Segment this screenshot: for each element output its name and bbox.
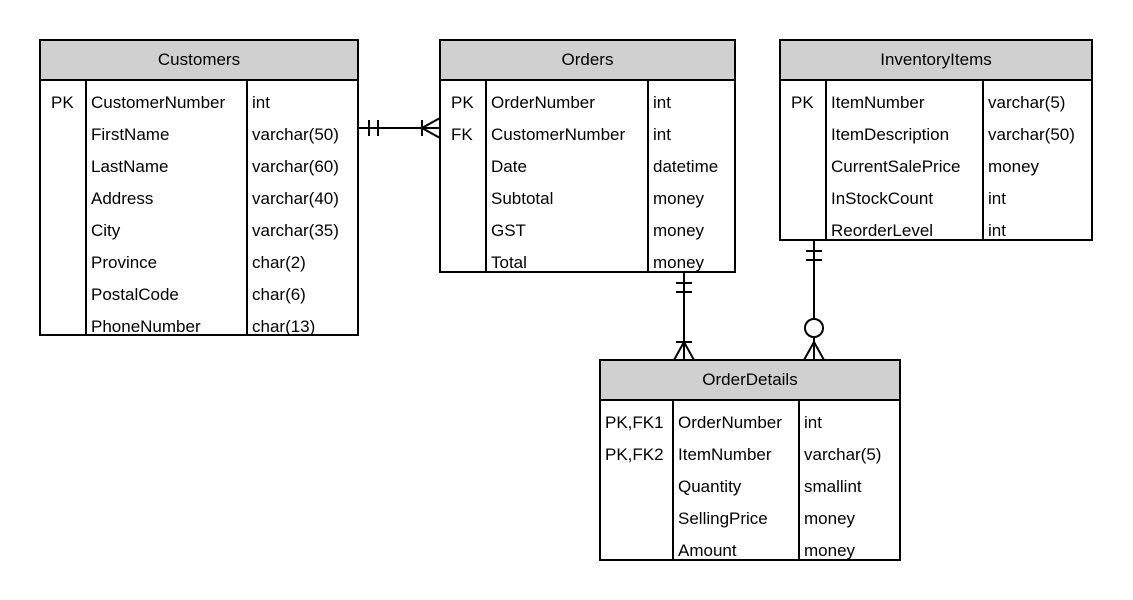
table-row[interactable]: SellingPrice money [601,503,899,535]
table-row[interactable]: FirstName varchar(50) [41,119,357,151]
key-cell: PK,FK2 [605,445,664,464]
relationship-orders-orderdetails[interactable] [673,273,695,361]
field-type-cell: varchar(50) [988,125,1075,144]
column-divider [672,401,674,559]
table-row[interactable]: CurrentSalePrice money [781,151,1091,183]
field-name-cell: SellingPrice [678,509,768,528]
table-title: Orders [441,41,734,81]
table-row[interactable]: FK CustomerNumber int [441,119,734,151]
field-name-cell: CurrentSalePrice [831,157,961,176]
field-name-cell: ReorderLevel [831,221,934,240]
table-row[interactable]: Amount money [601,535,899,567]
table-row[interactable]: ReorderLevel int [781,215,1091,247]
table-row[interactable]: LastName varchar(60) [41,151,357,183]
field-type-cell: money [653,189,705,208]
field-type-cell: varchar(60) [252,157,339,176]
relationship-inventoryitems-orderdetails[interactable] [803,241,825,361]
field-name-cell: LastName [91,157,169,176]
key-cell: PK [791,93,814,112]
field-name-cell: Subtotal [491,189,554,208]
field-name-cell: GST [491,221,526,240]
field-name-cell: PhoneNumber [91,317,201,336]
field-type-cell: char(6) [252,285,306,304]
table-title: Customers [41,41,357,81]
column-divider [85,81,87,334]
field-name-cell: Province [91,253,158,272]
field-name-cell: PostalCode [91,285,179,304]
field-type-cell: varchar(5) [988,93,1066,112]
field-type-cell: smallint [804,477,862,496]
column-divider [798,401,800,559]
table-row[interactable]: Date datetime [441,151,734,183]
field-type-cell: int [804,413,822,432]
table-title: OrderDetails [601,361,899,401]
table-row[interactable]: PostalCode char(6) [41,279,357,311]
key-cell: PK [451,93,474,112]
key-cell: PK [51,93,74,112]
field-type-cell: int [988,221,1006,240]
column-divider [982,81,984,239]
field-type-cell: money [988,157,1040,176]
column-divider [246,81,248,334]
field-type-cell: varchar(5) [804,445,882,464]
field-type-cell: int [653,125,671,144]
field-name-cell: ItemDescription [831,125,950,144]
table-row[interactable]: PK,FK1 OrderNumber int [601,407,899,439]
field-name-cell: FirstName [91,125,170,144]
table-inventoryitems[interactable]: InventoryItems PK ItemNumber varchar(5) Ite… [779,39,1093,241]
field-type-cell: varchar(40) [252,189,339,208]
table-row[interactable]: Total money [441,247,734,279]
table-row[interactable]: Address varchar(40) [41,183,357,215]
field-name-cell: Address [91,189,154,208]
field-type-cell: char(13) [252,317,316,336]
field-name-cell: Total [491,253,527,272]
field-name-cell: OrderNumber [491,93,595,112]
table-row[interactable]: Subtotal money [441,183,734,215]
field-name-cell: ItemNumber [831,93,925,112]
field-type-cell: varchar(35) [252,221,339,240]
field-type-cell: money [804,509,856,528]
relationship-customers-orders[interactable] [359,117,441,139]
field-name-cell: Date [491,157,527,176]
table-row[interactable]: PK CustomerNumber int [41,87,357,119]
column-divider [825,81,827,239]
field-name-cell: CustomerNumber [491,125,626,144]
column-divider [485,81,487,271]
table-row[interactable]: InStockCount int [781,183,1091,215]
field-type-cell: money [804,541,856,560]
field-type-cell: money [653,221,705,240]
field-type-cell: int [252,93,270,112]
table-row[interactable]: Province char(2) [41,247,357,279]
field-type-cell: varchar(50) [252,125,339,144]
table-row[interactable]: PK,FK2 ItemNumber varchar(5) [601,439,899,471]
field-type-cell: int [653,93,671,112]
table-row[interactable]: City varchar(35) [41,215,357,247]
key-cell: FK [451,125,473,144]
table-title: InventoryItems [781,41,1091,81]
field-type-cell: char(2) [252,253,306,272]
key-cell: PK,FK1 [605,413,664,432]
field-name-cell: Amount [678,541,737,560]
field-name-cell: InStockCount [831,189,934,208]
table-row[interactable]: PK ItemNumber varchar(5) [781,87,1091,119]
field-name-cell: ItemNumber [678,445,772,464]
field-name-cell: Quantity [678,477,742,496]
column-divider [647,81,649,271]
field-type-cell: int [988,189,1006,208]
field-type-cell: datetime [653,157,719,176]
field-name-cell: City [91,221,121,240]
table-row[interactable]: GST money [441,215,734,247]
table-row[interactable]: PK OrderNumber int [441,87,734,119]
field-type-cell: money [653,253,705,272]
field-name-cell: CustomerNumber [91,93,226,112]
field-name-cell: OrderNumber [678,413,782,432]
table-row[interactable]: PhoneNumber char(13) [41,311,357,343]
table-row[interactable]: ItemDescription varchar(50) [781,119,1091,151]
table-row[interactable]: Quantity smallint [601,471,899,503]
